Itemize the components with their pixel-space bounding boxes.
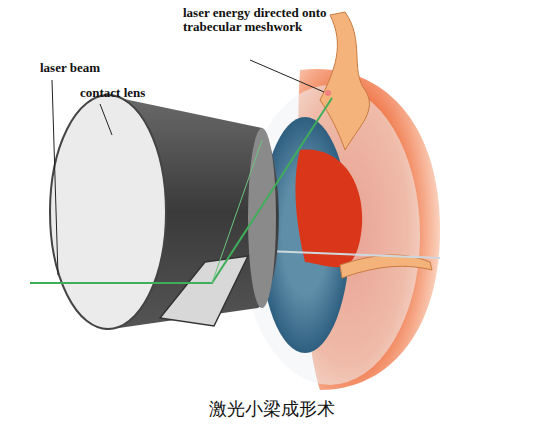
caption: 激光小梁成形术 xyxy=(209,397,335,421)
lens-front xyxy=(50,95,166,329)
laser-path xyxy=(212,140,262,283)
sclera xyxy=(240,85,420,385)
laser-path xyxy=(30,98,332,283)
lens-rim xyxy=(248,128,276,308)
cornea-section xyxy=(320,12,369,150)
part-label: contact lens xyxy=(80,86,180,100)
leader-line xyxy=(250,60,324,92)
part-label: laser energy directed onto trabecular me… xyxy=(183,6,333,34)
mirror xyxy=(160,256,248,326)
leader-line xyxy=(52,80,58,275)
leader-line xyxy=(100,104,112,135)
laser-spot xyxy=(325,90,331,96)
lens-body xyxy=(295,150,362,268)
lower-section xyxy=(340,255,432,278)
part-label: laser beam xyxy=(40,61,130,75)
